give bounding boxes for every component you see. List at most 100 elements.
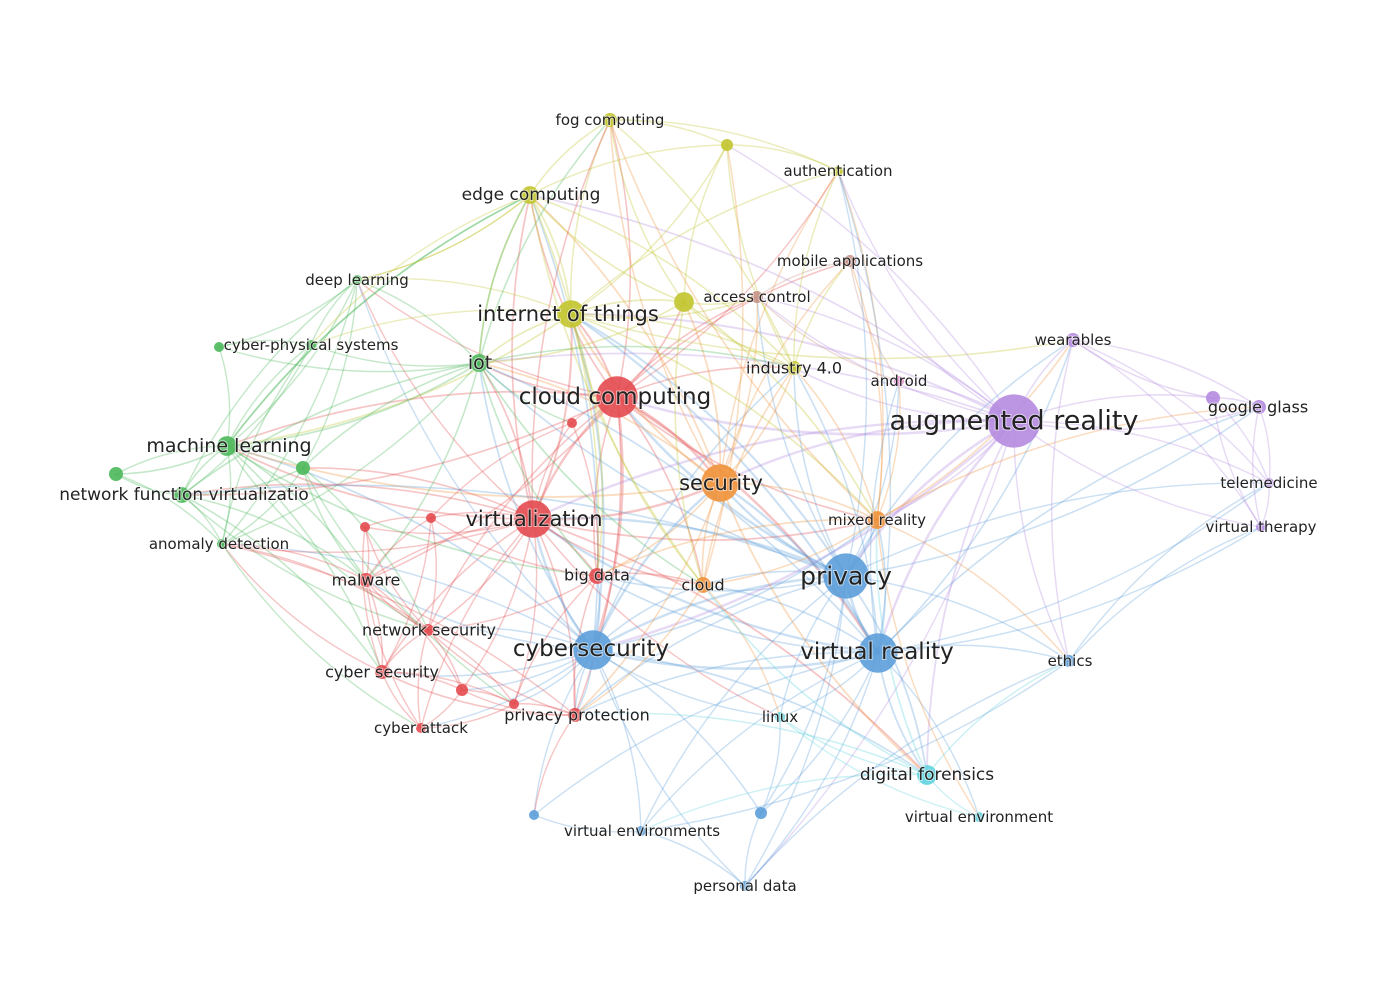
node-digital-forensics[interactable] (917, 765, 937, 785)
edge-google-glass--telemedicine (1258, 406, 1271, 484)
node-red-unlabeled-3[interactable] (426, 513, 436, 523)
edge-virtualization--red-unlabeled-2 (364, 518, 534, 535)
node-network-function-virtualizatio[interactable] (174, 487, 190, 503)
edge-machine-learning--anomaly-detection (221, 445, 232, 545)
edge-machine-learning--green-unlabeled-3 (218, 346, 231, 447)
edge-fog-computing--mixed-reality (609, 119, 878, 521)
edge-cyber-physical-systems--green-unlabeled-3 (218, 339, 312, 348)
edge-edge-computing--cloud (529, 194, 704, 586)
node-fog-computing[interactable] (603, 113, 617, 127)
node-yellow-unlabeled-1[interactable] (674, 292, 694, 312)
node-green-unlabeled-3[interactable] (214, 342, 224, 352)
edge-purple-unlabeled-1--virtual-therapy (1212, 397, 1262, 528)
node-access-control[interactable] (751, 291, 763, 303)
edge-cybersecurity--cyber-attack (420, 649, 594, 729)
node-purple-unlabeled-1[interactable] (1206, 391, 1220, 405)
edge-augmented-reality--mobile-applications (849, 260, 1015, 422)
node-blue-unlabeled-2[interactable] (755, 807, 767, 819)
edge-malware--red-unlabeled-3 (365, 517, 432, 581)
node-wearables[interactable] (1066, 333, 1080, 347)
label-cybersecurity: cybersecurity (513, 636, 669, 662)
node-cyber-physical-systems[interactable] (306, 340, 316, 350)
node-network-security[interactable] (422, 624, 434, 636)
node-cloud-computing[interactable] (596, 376, 638, 418)
node-cybersecurity[interactable] (573, 630, 613, 670)
node-red-unlabeled-1[interactable] (567, 418, 577, 428)
node-virtual-environments[interactable] (636, 826, 646, 836)
edge-deep-learning--anomaly-detection (221, 279, 358, 545)
edge-big-data--network-security (427, 575, 598, 631)
node-red-unlabeled-5[interactable] (509, 699, 519, 709)
node-linux[interactable] (775, 712, 785, 722)
label-wearables: wearables (1035, 331, 1112, 349)
node-big-data[interactable] (589, 568, 605, 584)
node-virtual-reality[interactable] (858, 633, 898, 673)
edge-virtual-therapy--virtual-reality (877, 526, 1262, 654)
edge-network-function-virtualizatio--cyber-security (181, 494, 383, 673)
edge-cybersecurity--anomaly-detection (221, 543, 594, 651)
edge-linux--virtual-environment (779, 716, 980, 818)
edge-cloud-computing--network-security (427, 396, 618, 631)
edge-digital-forensics--virtual-environments (640, 773, 928, 832)
node-red-unlabeled-4[interactable] (456, 684, 468, 696)
edge-iot--machine-learning (226, 362, 480, 447)
edge-authentication--mixed-reality (837, 170, 884, 521)
node-authentication[interactable] (833, 166, 843, 176)
edge-network-function-virtualizatio--privacy (181, 484, 847, 577)
edge-privacy--ethics (845, 575, 1070, 662)
edge-internet-of-things--authentication (570, 170, 839, 315)
node-virtual-environment[interactable] (974, 812, 984, 822)
node-deep-learning[interactable] (352, 275, 362, 285)
edge-cloud-computing--industry-4-0 (616, 366, 795, 398)
node-google-glass[interactable] (1252, 400, 1266, 414)
node-augmented-reality[interactable] (987, 394, 1041, 448)
node-personal-data[interactable] (740, 881, 750, 891)
edge-deep-learning--cyber-physical-systems (310, 279, 358, 346)
edge-augmented-reality--internet-of-things (569, 312, 1016, 423)
edge-cybersecurity--blue-unlabeled-2 (592, 649, 762, 814)
node-privacy-protection[interactable] (568, 708, 582, 722)
node-yellow-unlabeled-2[interactable] (721, 139, 733, 151)
node-edge-computing[interactable] (521, 186, 539, 204)
node-cloud[interactable] (695, 577, 711, 593)
node-virtual-therapy[interactable] (1256, 522, 1266, 532)
node-mixed-reality[interactable] (868, 511, 886, 529)
node-ethics[interactable] (1063, 655, 1075, 667)
edge-virtualization--linux (532, 518, 781, 718)
node-green-unlabeled-1[interactable] (109, 467, 123, 481)
node-cyber-attack[interactable] (416, 723, 426, 733)
node-iot[interactable] (470, 354, 488, 372)
edge-security--mobile-applications (719, 260, 851, 484)
edge-augmented-reality--digital-forensics (926, 420, 1015, 776)
edge-network-function-virtualizatio--cloud-computing (181, 396, 618, 496)
node-mobile-applications[interactable] (844, 255, 856, 267)
node-cyber-security[interactable] (375, 665, 389, 679)
label-edge-computing: edge computing (462, 185, 601, 205)
label-augmented-reality: augmented reality (890, 406, 1139, 437)
node-security[interactable] (701, 464, 739, 502)
node-internet-of-things[interactable] (557, 300, 585, 328)
edge-machine-learning--network-security (226, 445, 429, 631)
node-red-unlabeled-2[interactable] (360, 522, 370, 532)
edge-wearables--ethics (1050, 339, 1074, 662)
node-machine-learning[interactable] (217, 436, 237, 456)
node-anomaly-detection[interactable] (217, 539, 227, 549)
node-telemedicine[interactable] (1264, 478, 1274, 488)
edge-telemedicine--ethics (1068, 482, 1270, 662)
node-industry-4-0[interactable] (787, 361, 801, 375)
node-malware[interactable] (359, 573, 373, 587)
edge-yellow-unlabeled-2--industry-4-0 (726, 144, 795, 369)
node-blue-unlabeled-1[interactable] (529, 810, 539, 820)
edge-yellow-unlabeled-1--cloud (674, 301, 704, 586)
edge-virtualization--virtual-reality (531, 517, 880, 655)
edge-ethics--personal-data (744, 660, 1070, 887)
node-virtualization[interactable] (514, 500, 552, 538)
edge-cloud-computing--virtual-reality (615, 395, 880, 655)
node-android[interactable] (894, 376, 904, 386)
label-virtualization: virtualization (465, 507, 602, 531)
edge-yellow-unlabeled-2--cloud (702, 144, 744, 586)
node-green-unlabeled-2[interactable] (296, 461, 310, 475)
edge-iot--edge-computing (478, 194, 531, 364)
node-privacy[interactable] (823, 553, 869, 599)
